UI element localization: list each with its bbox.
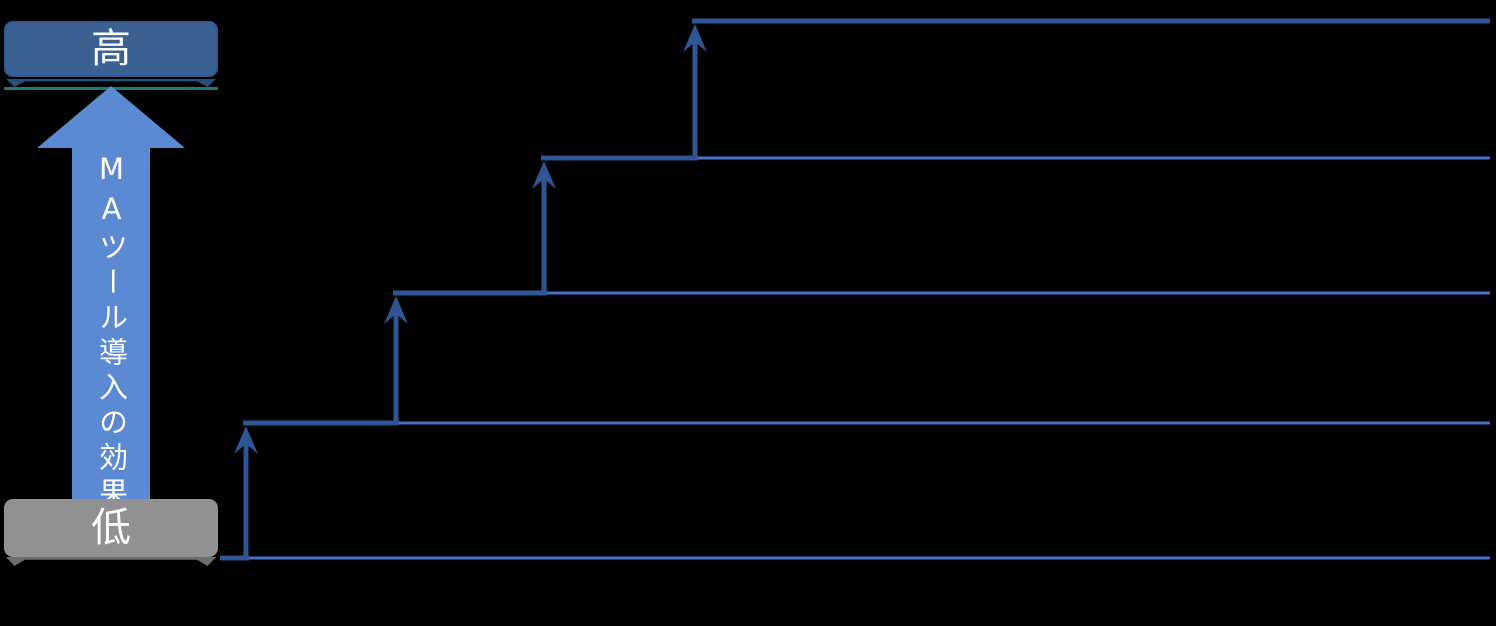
step-arrow-head-icon bbox=[532, 161, 556, 189]
high-label: 高 bbox=[91, 26, 131, 72]
low-label: 低 bbox=[91, 505, 131, 551]
step-arrow-head-icon bbox=[384, 296, 408, 324]
step-arrow-head-icon bbox=[683, 24, 707, 52]
high-label-box: 高 bbox=[4, 21, 218, 77]
effect-axis-label: MAツール導入の効果 bbox=[94, 152, 129, 512]
effect-arrow-head-icon bbox=[37, 86, 185, 148]
low-label-box: 低 bbox=[4, 499, 218, 557]
effect-arrow-shaft: MAツール導入の効果 bbox=[72, 146, 150, 512]
step-arrow-head-icon bbox=[234, 426, 258, 454]
